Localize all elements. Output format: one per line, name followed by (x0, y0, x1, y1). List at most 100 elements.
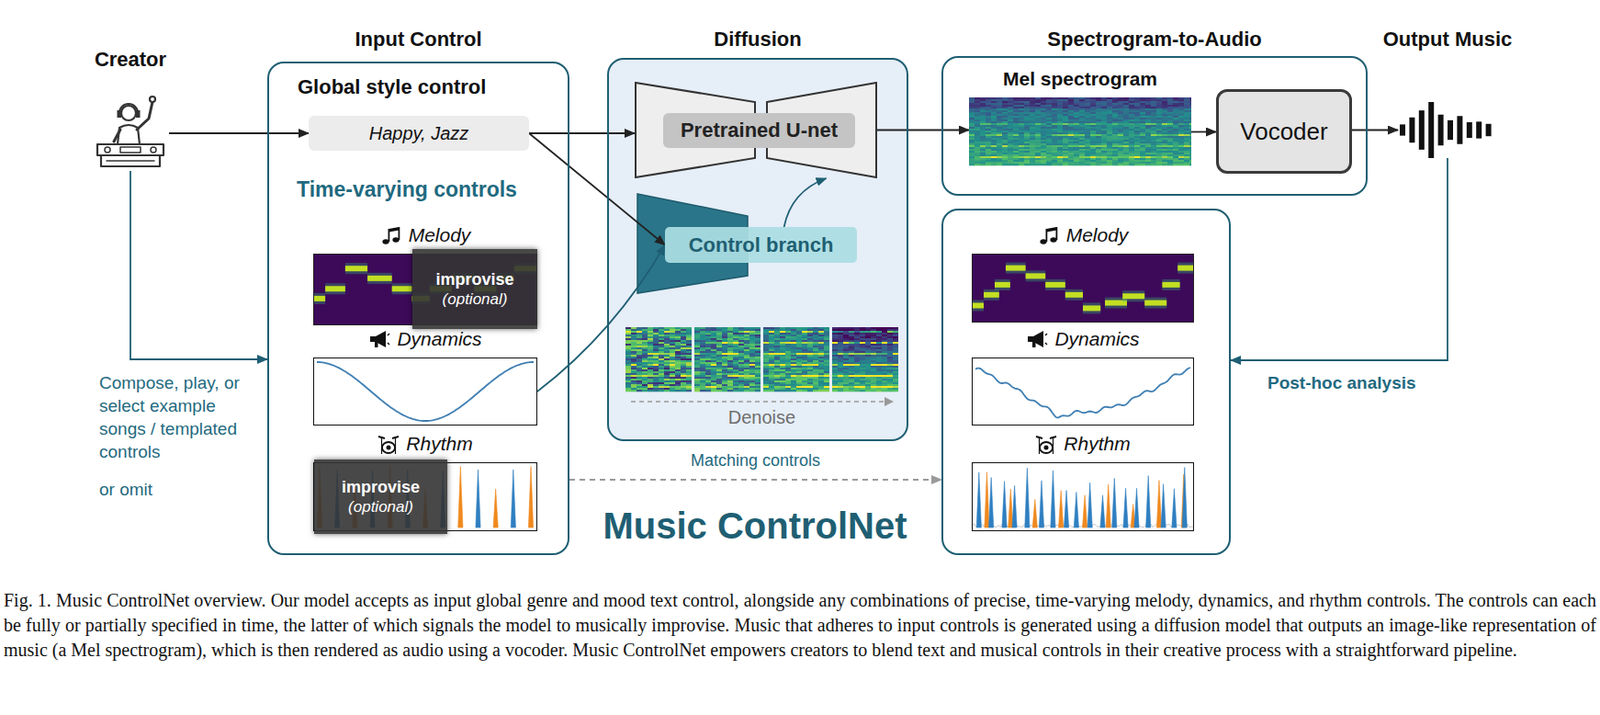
spectrogram-cell (680, 354, 687, 357)
spectrogram-cell (823, 363, 830, 366)
spectrogram-cell (892, 350, 899, 353)
spectrogram-cell (779, 387, 786, 390)
spectrogram-cell (675, 349, 681, 351)
spectrogram-cell (675, 336, 681, 339)
spectrogram-cell (636, 369, 643, 372)
spectrogram-cell (870, 365, 877, 368)
spectrogram-cell (870, 356, 877, 359)
spectrogram-cell (625, 378, 631, 381)
spectrogram-cell (686, 350, 692, 353)
spectrogram-cell (1123, 97, 1129, 100)
spectrogram-cell (743, 356, 750, 359)
spectrogram-cell (721, 326, 728, 329)
spectrogram-cell (647, 349, 654, 351)
spectrogram-cell (680, 343, 687, 346)
spectrogram-cell (774, 352, 780, 355)
spectrogram-cell (1090, 102, 1096, 105)
spectrogram-cell (812, 349, 819, 351)
head (121, 105, 136, 121)
spectrogram-cell (774, 365, 780, 368)
spectrogram-cell (716, 347, 722, 350)
spectrogram-cell (876, 338, 882, 340)
spectrogram-cell (870, 369, 877, 372)
spectrogram-cell (732, 347, 739, 350)
spectrogram-cell (669, 343, 676, 346)
unet-label: Pretrained U-net (680, 118, 838, 143)
spectrogram-cell (843, 363, 849, 366)
spectrogram-cell (727, 361, 733, 364)
spectrogram-cell (1084, 97, 1091, 100)
spectrogram-cell (876, 343, 882, 346)
spectrogram-cell (774, 328, 780, 331)
spectrogram-cell (812, 336, 819, 339)
spectrogram-cell (785, 354, 791, 357)
spectrogram-cell (680, 376, 687, 379)
spectrogram-cell (732, 338, 739, 340)
spectrogram-cell (647, 338, 654, 340)
spectrogram-cell (625, 326, 631, 329)
label-row: Dynamics (314, 326, 537, 351)
spectrogram-cell (1057, 104, 1063, 107)
spectrogram-cell (727, 336, 733, 339)
spectrogram-cell (843, 339, 849, 342)
spectrogram-cell (790, 339, 797, 342)
spectrogram-cell (705, 376, 711, 379)
spectrogram-cell (642, 367, 648, 370)
spectrogram-cell (892, 365, 899, 368)
spectrogram-cell (710, 383, 717, 386)
spectrogram-cell (1145, 97, 1151, 100)
spectrogram-cell (785, 332, 791, 335)
note-bar (325, 285, 346, 292)
spectrogram-cell (779, 365, 786, 368)
spectrogram-cell (892, 354, 899, 357)
plot-drawing (314, 358, 537, 425)
spectrogram-cell (859, 347, 866, 350)
spectrogram-cell (727, 328, 733, 331)
spectrogram-cell (768, 336, 775, 339)
spectrogram-cell (790, 334, 797, 337)
denoise-steps (625, 326, 899, 412)
spectrogram-cell (832, 336, 838, 339)
spectrogram-cell (837, 372, 844, 375)
spectrogram-cell (716, 383, 722, 386)
spectrogram-cell (774, 341, 780, 344)
spectrogram-cell (818, 383, 824, 386)
spectrogram-cell (749, 349, 755, 351)
spectrogram-cell (881, 380, 888, 383)
spectrogram-cell (1139, 97, 1146, 100)
spectrogram-cell (854, 334, 860, 337)
spectrogram-cell (630, 380, 637, 383)
spectrogram-cell (859, 382, 866, 384)
spectrogram-cell (818, 387, 824, 390)
spectrogram-cell (832, 383, 838, 386)
spectrogram-cell (1073, 101, 1080, 103)
spectrogram-cell (710, 358, 717, 361)
spectrogram-cell (710, 376, 717, 379)
spectrogram-cell (818, 352, 824, 355)
spectrogram-cell (818, 326, 824, 329)
dashed-connector (569, 478, 942, 481)
spectrogram-cell (843, 365, 849, 368)
spectrogram-cell (807, 343, 813, 346)
spectrogram-cell (647, 385, 654, 388)
spectrogram-cell (854, 372, 860, 375)
spectrogram-cell (807, 372, 813, 375)
spectrogram-cell (837, 367, 844, 370)
spectrogram-cell (669, 380, 676, 383)
spectrogram-cell (812, 372, 819, 375)
spectrogram-cell (823, 336, 830, 339)
spectrogram-cell (807, 354, 813, 357)
spectrogram-cell (823, 382, 830, 384)
spectrogram-cell (721, 369, 728, 372)
spectrogram-cell (837, 343, 844, 346)
spectrogram-cell (642, 349, 648, 351)
spectrogram-cell (743, 367, 750, 370)
spectrogram-cell (1046, 104, 1052, 107)
spectrogram-cell (738, 367, 744, 370)
spectrogram-cell (859, 389, 866, 392)
spectrogram-cell (892, 339, 899, 342)
spectrogram-cell (738, 341, 744, 344)
spectrogram-cell (754, 369, 761, 372)
spectrogram-cell (876, 365, 882, 368)
spectrogram-cell (1090, 97, 1096, 100)
